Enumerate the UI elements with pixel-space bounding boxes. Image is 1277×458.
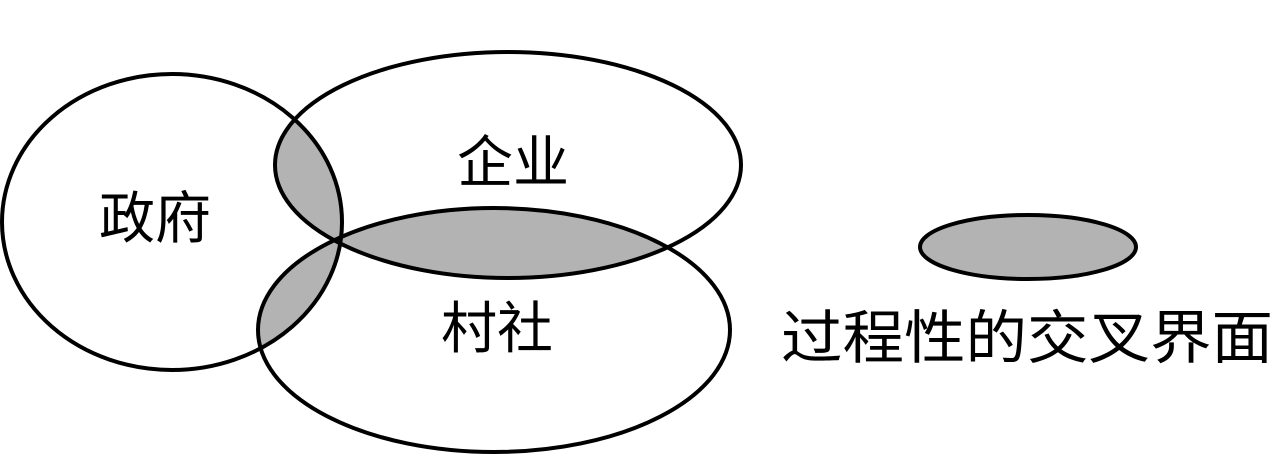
enterprise-label: 企业 bbox=[457, 131, 569, 196]
legend: 过程性的交叉界面 bbox=[781, 213, 1273, 372]
village-ellipse bbox=[256, 206, 732, 454]
legend-swatch bbox=[918, 213, 1138, 281]
village-label: 村社 bbox=[441, 297, 553, 362]
government-label: 政府 bbox=[99, 187, 211, 252]
legend-label: 过程性的交叉界面 bbox=[781, 304, 1273, 372]
government-ellipse bbox=[0, 72, 344, 372]
enterprise-ellipse bbox=[273, 50, 743, 280]
